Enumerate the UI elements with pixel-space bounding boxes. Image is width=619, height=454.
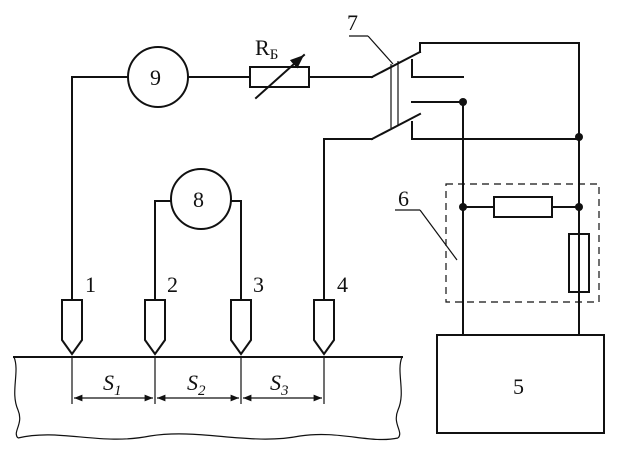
block-5-rectangle	[436, 334, 605, 434]
spacing-s2-label: S2	[187, 370, 206, 399]
meter-8-circle	[170, 168, 232, 230]
switch-blade-lower	[370, 112, 422, 141]
specimen-bottom-break	[17, 433, 399, 441]
wire-probe2-to-meter8	[154, 200, 172, 301]
wire-probe3-to-meter8	[230, 200, 242, 301]
probe-1-label: 1	[85, 272, 96, 297]
network-6	[395, 98, 600, 336]
spacing-s1-label: S1	[103, 370, 122, 399]
dimension-lines	[71, 358, 325, 404]
specimen	[13, 356, 403, 441]
wire-switch-top-to-right-bus	[419, 42, 580, 137]
probe-2-body	[144, 299, 166, 356]
resistor-label: RБ	[255, 35, 278, 63]
switch-7-label: 7	[347, 10, 358, 35]
wire-probe1-to-meter9	[71, 76, 129, 301]
switch-blade-upper	[370, 50, 422, 79]
voltmeter-8	[154, 168, 242, 301]
network-6-label: 6	[398, 186, 409, 211]
network-dashed-boundary	[445, 183, 600, 303]
probe-1-body	[61, 299, 83, 356]
specimen-right-break	[395, 356, 403, 439]
probe-4-body	[313, 299, 335, 356]
wire-probe4-to-switch	[323, 138, 373, 301]
current-loop	[71, 46, 373, 301]
probe-3-label: 3	[253, 272, 264, 297]
probe-4-label: 4	[337, 272, 348, 297]
spacing-s3-label: S3	[270, 370, 289, 399]
probe-3-body	[230, 299, 252, 356]
variable-resistor-arrow	[254, 53, 306, 100]
probe-4	[313, 299, 335, 356]
specimen-left-break	[13, 356, 21, 439]
meter-8-label: 8	[193, 187, 204, 212]
network-resistor-vertical	[568, 233, 590, 293]
network-leader-diagonal	[419, 209, 458, 261]
power-block-5	[436, 334, 605, 434]
block-5-label: 5	[513, 374, 524, 399]
junction-left-top	[459, 98, 467, 106]
probe-1	[61, 299, 83, 356]
meter-9-label: 9	[150, 65, 161, 90]
network-resistor-horizontal	[493, 196, 553, 218]
probe-2-label: 2	[167, 272, 178, 297]
probe-3	[230, 299, 252, 356]
probe-2	[144, 299, 166, 356]
junction-right-top	[575, 133, 583, 141]
reversing-switch-7	[349, 35, 580, 141]
switch-leader-diagonal	[367, 35, 394, 65]
